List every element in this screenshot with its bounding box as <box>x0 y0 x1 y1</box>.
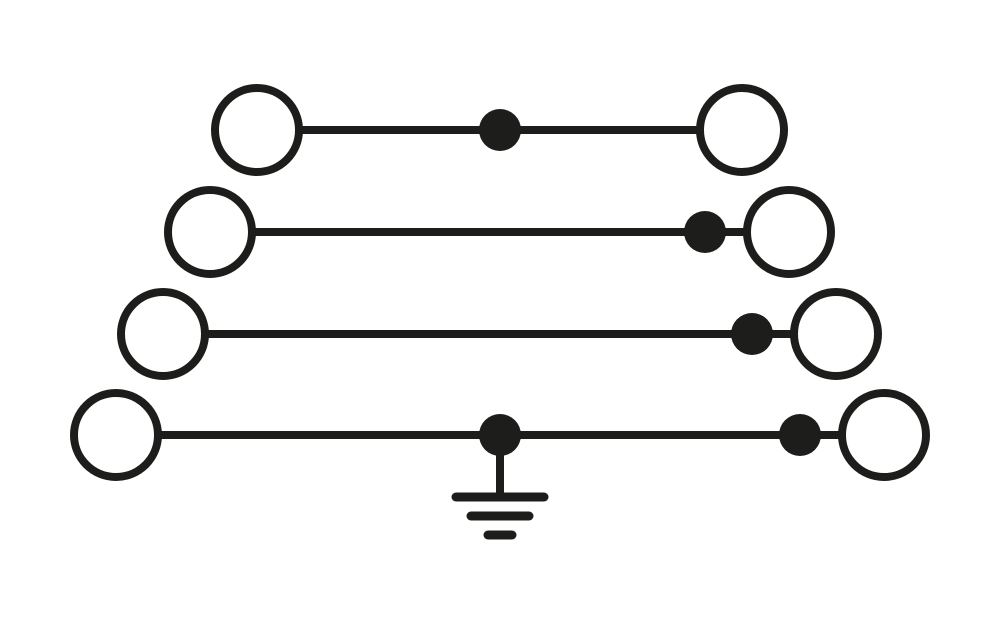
terminal-left <box>211 84 303 176</box>
terminal-right <box>696 84 788 176</box>
terminal-left <box>70 389 162 481</box>
junction-dot <box>731 313 773 355</box>
level-3 <box>117 288 882 380</box>
terminal-left <box>117 288 209 380</box>
level-2 <box>164 186 835 278</box>
terminal-right <box>838 389 930 481</box>
junction-dot-ground <box>479 414 521 456</box>
level-4 <box>70 389 930 497</box>
terminal-left <box>164 186 256 278</box>
junction-dot <box>684 211 726 253</box>
ground-icon <box>451 492 549 540</box>
terminal-right <box>790 288 882 380</box>
terminal-right <box>743 186 835 278</box>
level-1 <box>211 84 788 176</box>
junction-dot <box>479 109 521 151</box>
junction-dot <box>779 414 821 456</box>
